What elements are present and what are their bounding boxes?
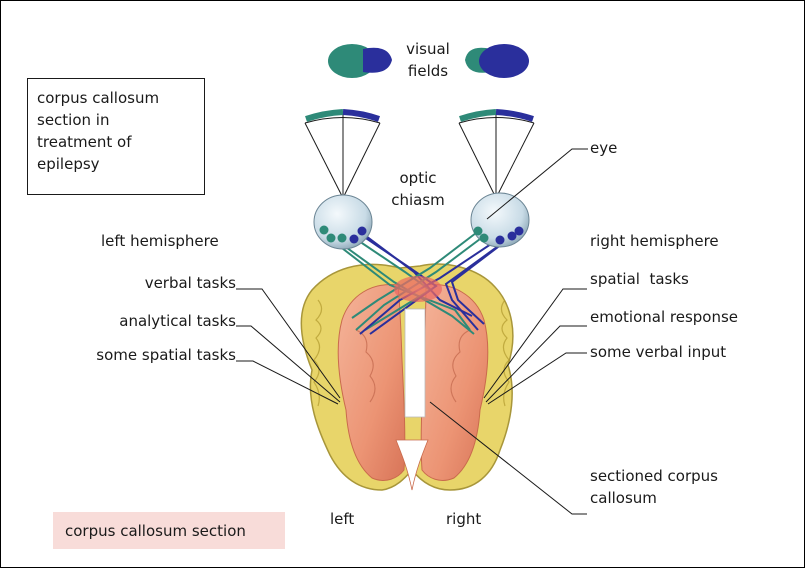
some-verbal-input-label: some verbal input	[590, 341, 726, 363]
caption-text: corpus callosum section	[65, 520, 246, 542]
sectioned-corpus-callosum-bar	[405, 309, 425, 417]
right-side-label: right	[446, 508, 481, 530]
analytical-tasks-label: analytical tasks	[60, 310, 236, 332]
epilepsy-callout-text: corpus callosum section in treatment of …	[37, 87, 197, 175]
spatial-tasks-label: spatial tasks	[590, 268, 689, 290]
right-hemisphere-label: right hemisphere	[590, 230, 719, 252]
sectioned-corpus-callosum-label: sectioned corpus callosum	[590, 465, 760, 509]
epilepsy-callout-box: corpus callosum section in treatment of …	[27, 78, 205, 195]
right-eyeball	[471, 193, 529, 247]
emotional-response-label: emotional response	[590, 306, 738, 328]
left-eyeball	[314, 195, 372, 249]
left-eye-cone	[305, 113, 380, 198]
left-hemisphere-label: left hemisphere	[101, 230, 219, 252]
optic-chiasm-label: optic chiasm	[390, 167, 446, 211]
caption-box: corpus callosum section	[53, 512, 285, 549]
verbal-tasks-label: verbal tasks	[60, 272, 236, 294]
some-spatial-tasks-label: some spatial tasks	[40, 344, 236, 366]
right-eye-cone	[459, 113, 534, 198]
eye-label: eye	[590, 137, 617, 159]
left-side-label: left	[330, 508, 354, 530]
optic-chiasm-marker	[394, 276, 442, 302]
right-visual-field-icon	[465, 44, 529, 78]
visual-fields-label: visual fields	[405, 38, 451, 82]
left-visual-field-icon	[328, 44, 392, 78]
